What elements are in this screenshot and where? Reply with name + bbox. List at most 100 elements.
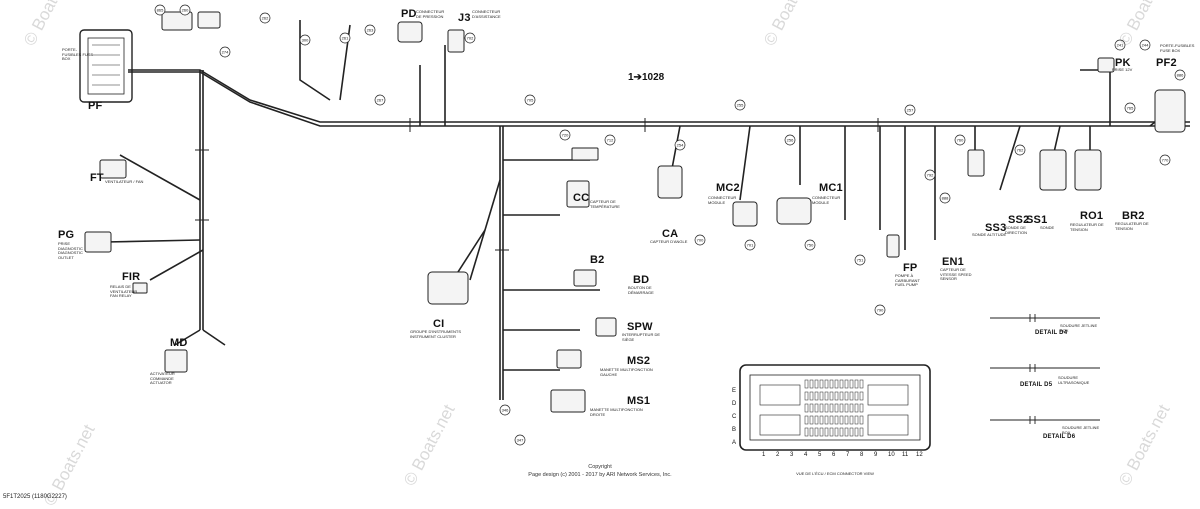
callout-number: 865 [157,8,164,13]
callout-circle [1159,154,1171,166]
ecm-pin [824,403,829,413]
ecm-column-label: 3 [790,452,794,458]
detail-d6: DETAIL D6 [1043,434,1076,440]
callout-number: 346 [502,408,509,413]
connector-code-j3: J3 [458,12,471,24]
connector-code-ci: CI [433,318,445,330]
connector-label-br2: REGULATEUR DE TENSION [1115,221,1149,231]
connector-code-ms1: MS1 [627,395,651,407]
connector-label-fir: RELAIS DE VENTILATEUR FAN RELAY [110,284,138,298]
wire-ties [195,118,879,251]
connector-label-pg: PRISE DIAGNOSTIC DIAGNOSTIC OUTLET [58,241,83,260]
callout-circle [464,32,476,44]
ecm-pin [804,391,809,401]
ecm-pin [844,391,849,401]
connector-label-spw: INTERRUPTEUR DE SIÈGE [622,332,661,342]
connector-code-ft: FT [90,172,104,184]
callout-number: 257 [907,108,914,113]
ecm-pin [824,391,829,401]
ecm-pin [849,391,854,401]
ecm-pin [819,427,824,437]
connector-label-ca: CAPTEUR D'ANGLE [650,239,688,244]
ecm-row-label: D [732,401,737,407]
callout-circle [364,24,376,36]
callout-number: 701 [747,243,754,248]
connector-bodies [84,11,1186,413]
ecm-row-label: B [732,427,737,433]
connector-code-ss2: SS2 [1008,214,1030,226]
part-number: 5F1T2025 (1180G2227) [3,494,67,500]
ecm-pin [829,427,834,437]
connector-code-pd: PD [401,8,417,20]
ecm-pin [829,391,834,401]
ecm-row-label: E [732,388,737,394]
callout-circle [784,134,796,146]
callout-circle [874,304,886,316]
callout-circle [1124,102,1136,114]
ecm-pin [809,415,814,425]
ecm-pin [849,403,854,413]
callout-circle [744,239,756,251]
callout-circle [1139,39,1151,51]
callout-number: 260 [182,8,189,13]
callout-number: 790 [877,308,884,313]
ecm-pin [804,379,809,389]
ecm-pin [839,403,844,413]
connector-code-mc1: MC1 [819,182,843,194]
ecm-pin [859,379,864,389]
callout-circle [604,134,616,146]
connector-label-pf2: PORTE-FUSIBLES FUSE BOX [1160,43,1195,53]
ecm-pin [854,391,859,401]
callout-circle [499,404,511,416]
ecm-pin [819,391,824,401]
ecm-column-label: 2 [776,452,780,458]
copyright-line: Page design (c) 2001 - 2017 by ARI Netwo… [528,472,672,478]
callout-number: 262 [262,16,269,21]
connector-label-ci: GROUPE D'INSTRUMENTS INSTRUMENT CLUSTER [410,329,461,339]
callout-number: 347 [517,438,524,443]
ecm-pin [809,391,814,401]
ecm-pin [859,415,864,425]
callout-number: 762 [1017,148,1024,153]
ecm-column-label: 11 [902,452,909,458]
connector-label-cc: CAPTEUR DE TEMPÉRATURE [590,199,620,209]
ecm-pin [849,379,854,389]
ecm-pin [839,427,844,437]
ecm-pin [839,391,844,401]
fuse-box-left [79,29,133,103]
connector-label-ms1: MANETTE MULTIFONCTION DROITE [590,407,643,417]
callout-circle [1174,69,1186,81]
ecm-connector [739,364,931,451]
callout-circle [674,139,686,151]
callout-circle [514,434,526,446]
connector-code-ro1: RO1 [1080,210,1104,222]
connector-code-ca: CA [662,228,679,240]
callout-circle [259,12,271,24]
callout-number: 263 [367,28,374,33]
callout-circle [939,192,951,204]
connector-label-j3: CONNECTEUR D'ASSISTANCE [472,9,501,19]
connector-code-spw: SPW [627,321,653,333]
connector-code-ms2: MS2 [627,355,651,367]
callout-number: 256 [787,138,794,143]
callout-number: 261 [342,36,349,41]
ecm-pin [824,427,829,437]
ecm-pin [849,415,854,425]
callout-circle [299,34,311,46]
connector-label-mc2: CONNECTEUR MODULE [708,195,737,205]
ecm-pin [854,379,859,389]
connector-label-ss1: SONDE [1040,225,1055,230]
connector-label-pf: PORTE-FUSIBLES FUSE BOX [62,47,94,61]
callout-number: 888 [942,196,949,201]
callout-number: 274 [222,50,229,55]
ecm-row-label: A [732,440,737,446]
ecm-pin [834,379,839,389]
detail-d5-label: SOUDURE ULTRASONIQUE [1058,375,1090,385]
connector-code-md: MD [170,337,188,349]
connector-label-mc1: CONNECTEUR MODULE [812,195,841,205]
connector-code-pf: PF [88,100,103,112]
ecm-pin [829,403,834,413]
splice-details [990,314,1100,424]
callout-circle [179,4,191,16]
connector-code-fir: FIR [122,271,141,283]
